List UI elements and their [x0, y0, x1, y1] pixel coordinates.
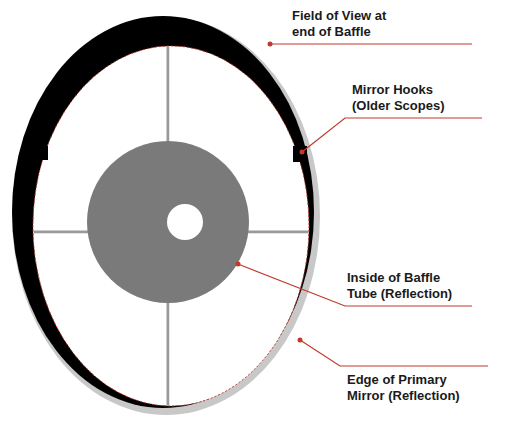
center-hole — [167, 204, 203, 240]
mirror-hook — [293, 146, 307, 162]
leader-line — [302, 118, 482, 152]
leader-line — [300, 340, 488, 366]
leader-line — [238, 264, 472, 306]
baffle-field — [12, 16, 314, 408]
leader-dot — [236, 262, 241, 267]
leader-dot — [298, 338, 303, 343]
leader-lines — [238, 44, 488, 366]
leader-dots — [236, 42, 305, 343]
callout-label: Inside of Baffle Tube (Reflection) — [347, 270, 473, 302]
callout-label: Field of View at end of Baffle — [292, 8, 404, 40]
callout-label: Mirror Hooks (Older Scopes) — [352, 82, 464, 114]
mirror-hook — [34, 146, 48, 160]
mirror-reflection — [33, 46, 309, 406]
callout-label: Edge of Primary Mirror (Reflection) — [347, 372, 479, 404]
primary-mirror-edge — [12, 17, 320, 415]
leader-dot — [300, 150, 305, 155]
baffle-tube-reflection — [87, 141, 249, 303]
leader-dot — [268, 42, 273, 47]
leader-line — [270, 43, 472, 44]
